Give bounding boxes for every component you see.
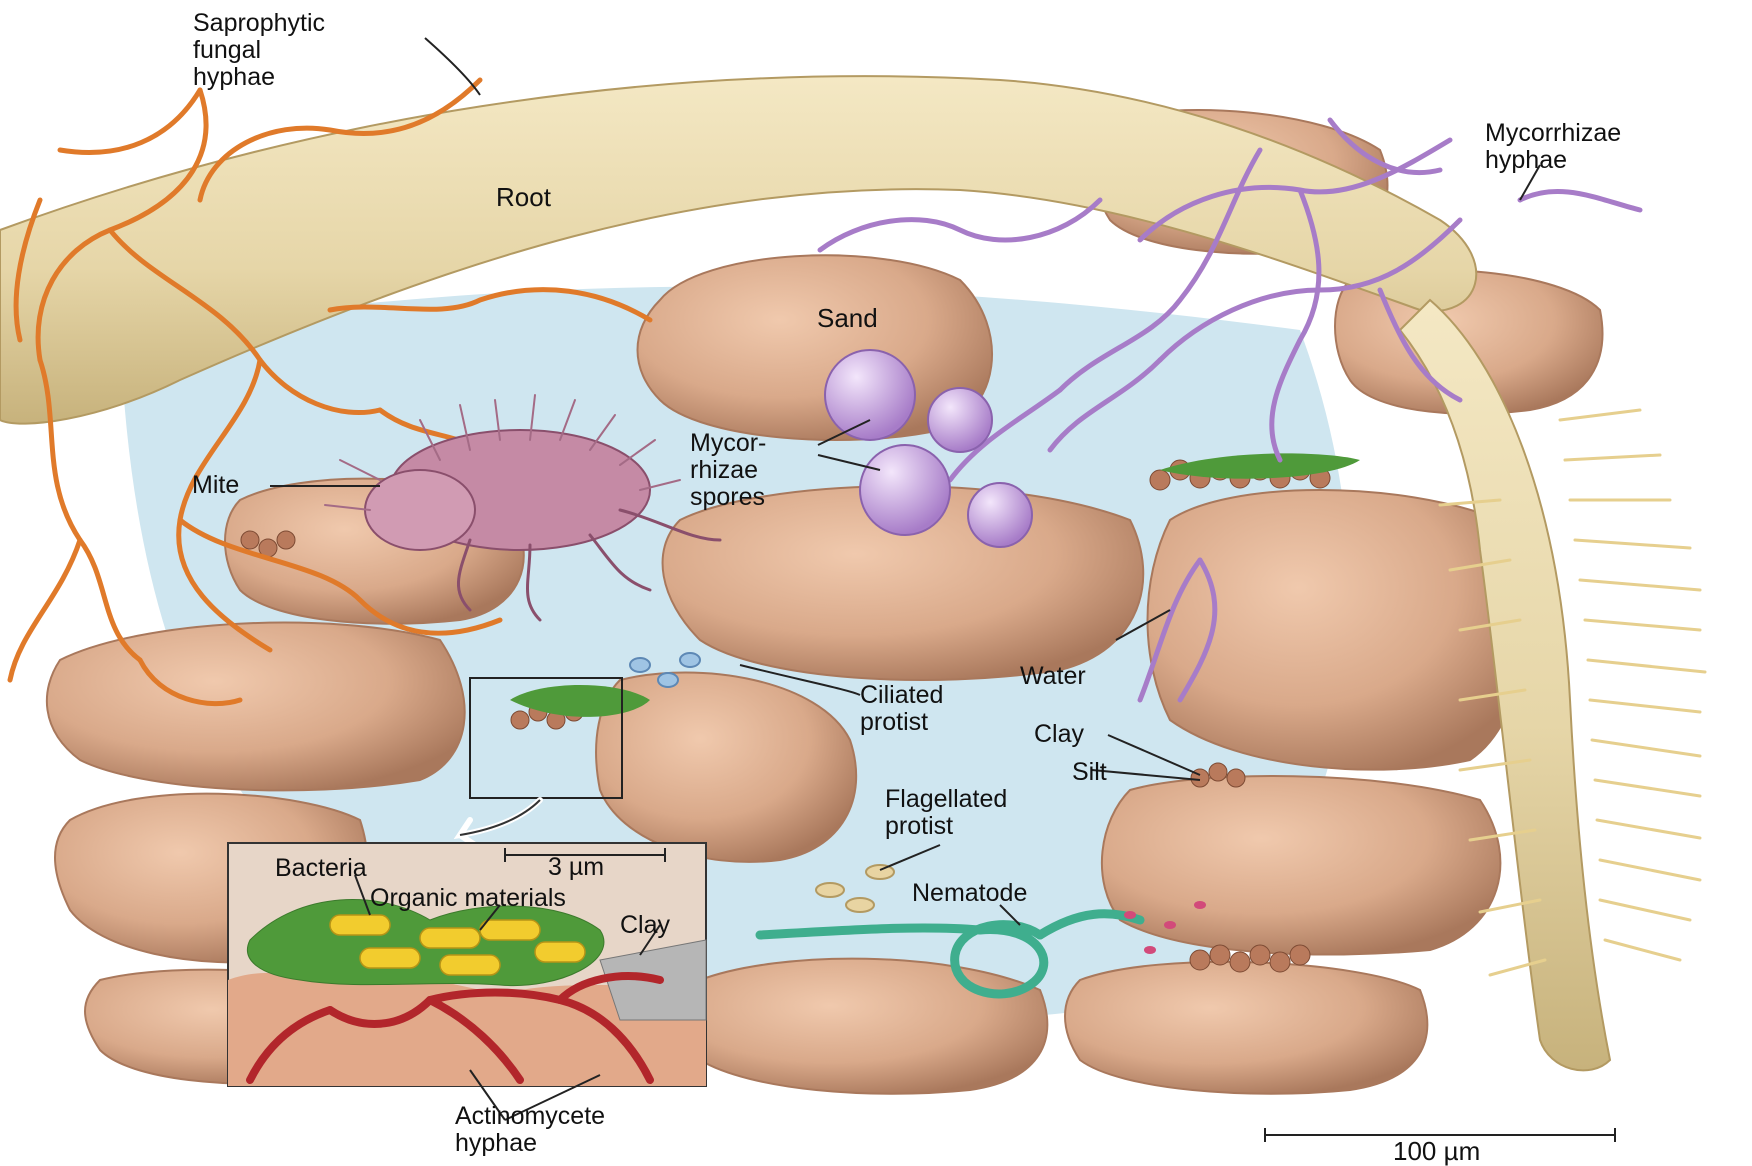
label-root: Root (496, 184, 551, 211)
label-saprophytic-fungal-hyphae: Saprophytic fungal hyphae (193, 10, 325, 91)
inset-scale-label: 3 µm (548, 854, 604, 881)
label-silt: Silt (1072, 759, 1107, 786)
label-nematode: Nematode (912, 880, 1027, 907)
scale-bar-label: 100 µm (1393, 1138, 1480, 1165)
label-sand: Sand (817, 305, 878, 332)
label-mite: Mite (192, 472, 239, 499)
inset-label-clay: Clay (620, 912, 670, 939)
label-clay: Clay (1034, 721, 1084, 748)
label-actinomycete-hyphae: Actinomycete hyphae (455, 1103, 605, 1157)
label-flagellated-protist: Flagellated protist (885, 786, 1007, 840)
label-ciliated-protist: Ciliated protist (860, 682, 943, 736)
inset-label-organic-materials: Organic materials (370, 885, 566, 912)
label-mycorrhizae-spores: Mycor- rhizae spores (690, 430, 766, 511)
label-water: Water (1020, 663, 1086, 690)
label-mycorrhizae-hyphae: Mycorrhizae hyphae (1485, 120, 1621, 174)
inset-label-bacteria: Bacteria (275, 855, 367, 882)
